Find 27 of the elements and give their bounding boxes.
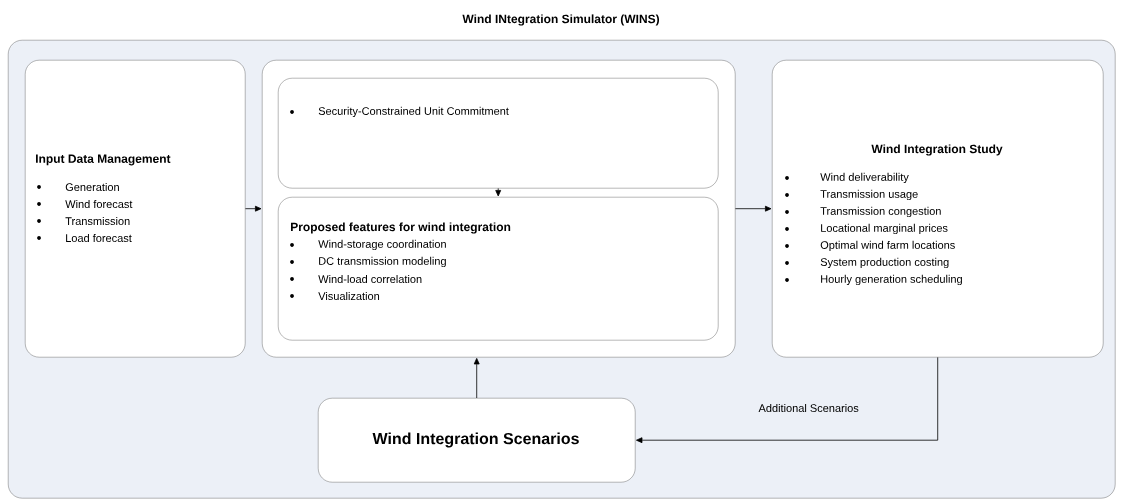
box-heading: Proposed features for wind integration	[291, 222, 511, 234]
edge-label: Additional Scenarios	[757, 402, 860, 414]
title: Wind INtegration Simulator (WINS)	[462, 14, 660, 26]
bullet-item: Optimal wind farm locations	[785, 240, 955, 252]
bullet-item: DC transmission modeling	[290, 256, 446, 268]
bullet-item: Wind forecast	[37, 199, 133, 209]
bullet-item: Hourly generation scheduling	[785, 274, 962, 286]
bullet-item: Wind deliverability	[785, 172, 909, 184]
bullet-item: Transmission congestion	[785, 206, 941, 218]
box-title: Wind Integration Scenarios	[372, 432, 579, 448]
bullet-item: Transmission	[37, 216, 130, 226]
arrow	[636, 357, 939, 444]
bullet-item: Generation	[37, 182, 119, 192]
bullet-item: Wind-load correlation	[290, 274, 422, 284]
box-heading: Input Data Management	[36, 154, 171, 166]
arrow	[495, 188, 502, 197]
bullet-item: System production costing	[785, 257, 949, 269]
bullet-item: Locational marginal prices	[785, 223, 948, 235]
bullet-item: Transmission usage	[785, 189, 918, 201]
arrow	[473, 358, 480, 399]
bullet-item: Visualization	[290, 291, 380, 301]
bullet-item: Wind-storage coordination	[290, 239, 446, 251]
arrow	[245, 205, 262, 212]
arrow	[735, 205, 772, 212]
box-heading: Wind Integration Study	[871, 144, 1003, 156]
bullet-item: Security-Constrained Unit Commitment	[290, 106, 509, 118]
bullet-item: Load forecast	[37, 233, 132, 243]
